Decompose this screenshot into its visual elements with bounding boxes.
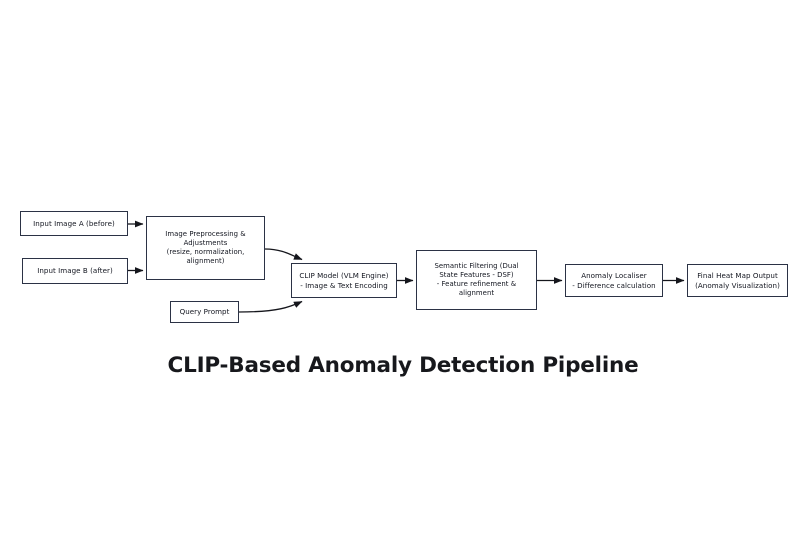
node-label-line: State Features - DSF): [439, 270, 514, 279]
edge-query-prompt-to-clip: [238, 300, 303, 313]
image-preprocessing-node: Image Preprocessing &Adjustments(resize,…: [146, 216, 265, 280]
node-label-line: Query Prompt: [179, 307, 230, 317]
node-label-line: Final Heat Map Output: [697, 271, 778, 281]
input-image-b-node: Input Image B (after): [22, 258, 128, 284]
input-image-a-node: Input Image A (before): [20, 211, 128, 236]
node-label: CLIP Model (VLM Engine)- Image & Text En…: [292, 271, 396, 290]
edge-preprocessing-to-clip: [264, 248, 303, 261]
node-label-line: Semantic Filtering (Dual: [434, 261, 519, 270]
node-label: Query Prompt: [171, 307, 238, 316]
node-label-line: - Image & Text Encoding: [300, 280, 388, 290]
node-label-line: alignment: [458, 289, 495, 298]
node-label-line: Adjustments: [183, 238, 228, 247]
node-label: Final Heat Map Output(Anomaly Visualizat…: [688, 271, 787, 290]
node-label: Input Image A (before): [21, 219, 127, 228]
node-label-line: - Difference calculation: [572, 280, 656, 290]
node-label-line: Image Preprocessing &: [165, 229, 246, 238]
node-label-line: (resize, normalization,: [166, 248, 245, 256]
node-label-line: CLIP Model (VLM Engine): [299, 271, 389, 281]
node-label: Anomaly Localiser- Difference calculatio…: [566, 271, 662, 290]
node-label-line: (Anomaly Visualization): [695, 280, 780, 290]
node-label-line: Input Image A (before): [33, 218, 115, 228]
node-label-line: alignment): [186, 257, 225, 266]
page-title: CLIP-Based Anomaly Detection Pipeline: [167, 353, 639, 378]
node-label-line: Input Image B (after): [37, 266, 113, 276]
node-label-line: Anomaly Localiser: [581, 271, 647, 281]
final-heat-map-node: Final Heat Map Output(Anomaly Visualizat…: [687, 264, 788, 297]
node-label: Image Preprocessing &Adjustments(resize,…: [147, 230, 264, 266]
query-prompt-node: Query Prompt: [170, 301, 239, 323]
clip-model-node: CLIP Model (VLM Engine)- Image & Text En…: [291, 263, 397, 298]
anomaly-localiser-node: Anomaly Localiser- Difference calculatio…: [565, 264, 663, 297]
node-label: Input Image B (after): [23, 266, 127, 275]
node-label-line: - Feature refinement &: [436, 280, 517, 288]
